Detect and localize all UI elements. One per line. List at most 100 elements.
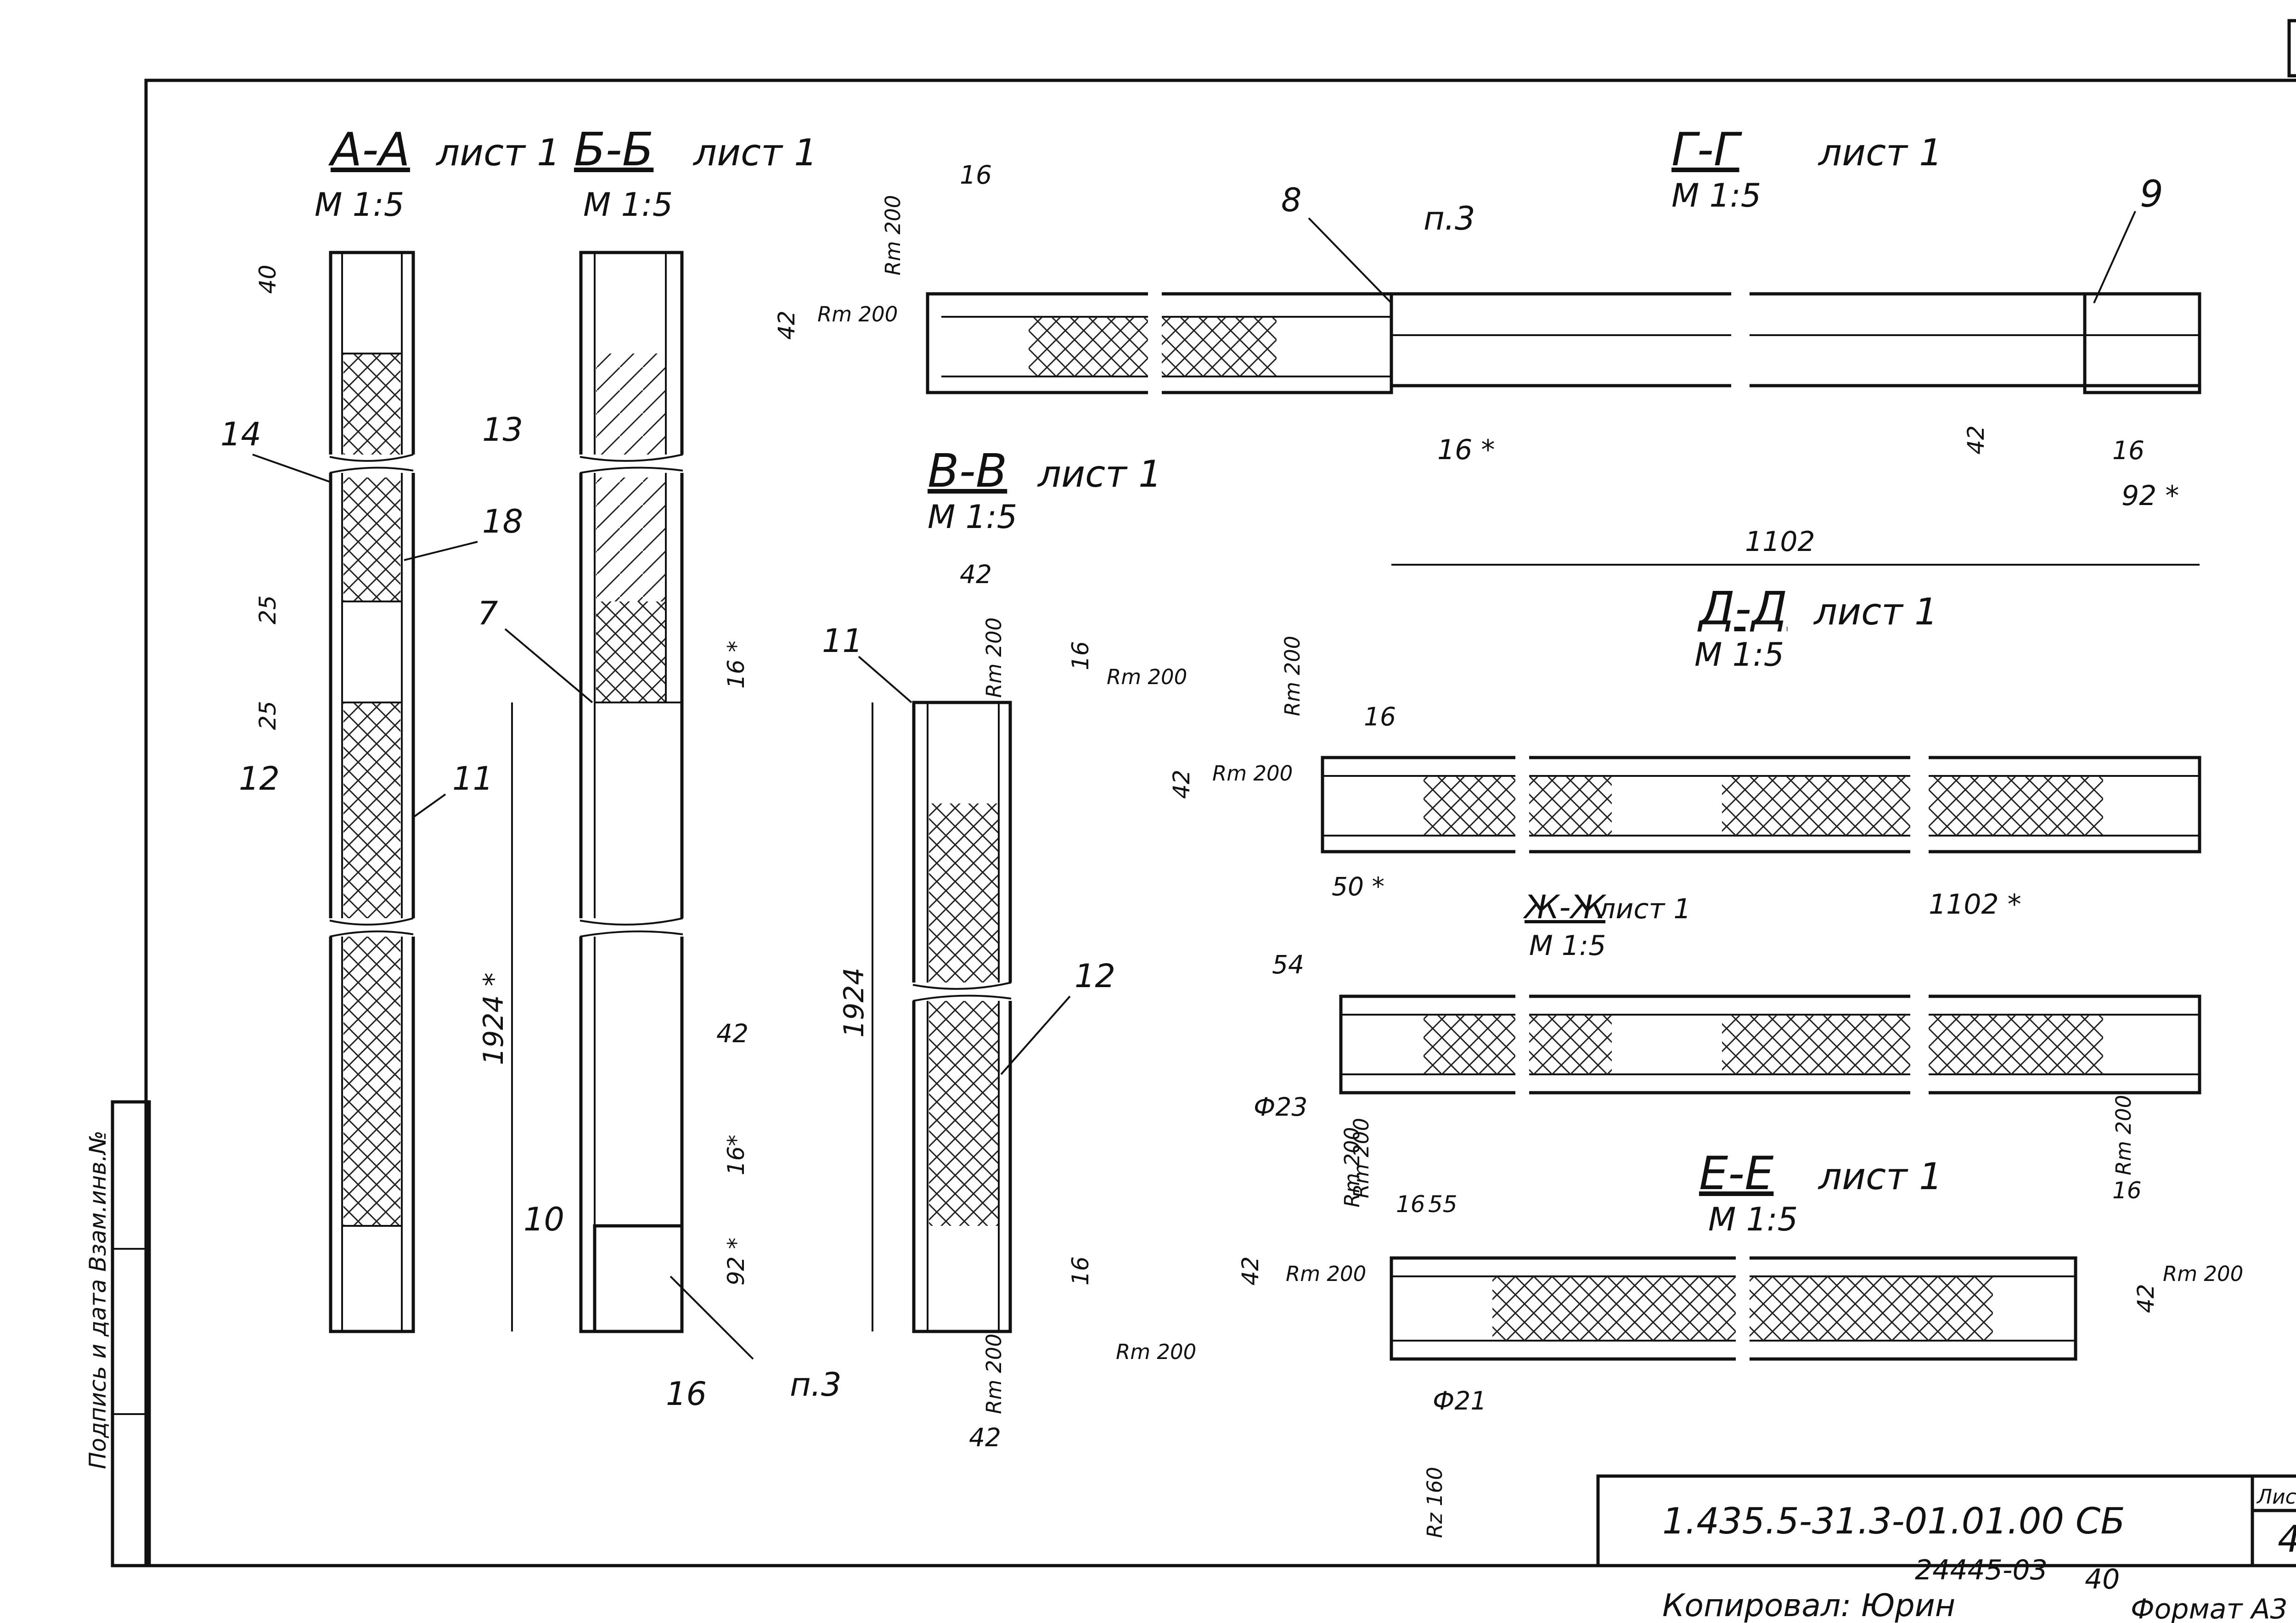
section-gg-title: Г-Г [1671,123,1743,176]
roughness-7: Rm 200 [1280,636,1305,716]
dim-25-top: 25 [254,595,281,624]
callout-11-a: 11 [452,760,493,797]
dim-1924: 1924 [838,967,870,1038]
dim-42-dd: 42 [1168,769,1195,799]
copied-by: Копировал: Юрин [1662,1588,1955,1623]
dim-16-gg-top: 16 [960,160,992,190]
dim-92-star-bb: 92 * [723,1237,749,1286]
outer-frame [144,79,2296,1567]
callout-10: 10 [523,1201,564,1238]
dim-40: 40 [254,264,281,294]
section-bb-scale: М 1:5 [583,186,673,224]
dim-16-ee: 16 [1396,1191,1425,1218]
section-aa-scale: М 1:5 [315,186,404,224]
callout-13: 13 [482,411,523,449]
section-bb: Б-Б лист 1 М 1:5 16 * 42 16* 92 * 7 10 1… [478,123,842,1413]
sheet-number: 4 [2278,1518,2296,1561]
dim-92-star-gg: 92 * [2122,480,2179,512]
dim-16-star-bb-2: 16* [723,1134,749,1175]
section-bb-title: Б-Б [574,123,653,176]
callout-12-b: 12 [1075,957,1115,995]
section-aa-title: А-А [328,123,410,176]
section-vv-sheet: лист 1 [1037,453,1162,495]
section-vv-title: В-В [928,444,1007,498]
dim-16-star-bb: 16 * [723,640,749,689]
dim-16-vv-b: 16 [1067,1256,1094,1286]
section-gg-sheet: лист 1 [1818,131,1942,174]
dim-16-star-gg: 16 * [1437,434,1495,466]
callout-7: 7 [478,595,498,632]
section-ee-sheet: лист 1 [1818,1155,1942,1198]
dim-16-ee-right: 16 [2112,1177,2142,1204]
dim-1924-star: 1924 * [478,972,510,1065]
roughness-5: Rm 200 [982,1334,1006,1414]
sheet-label: Лист [2256,1485,2296,1509]
side-stamp: Подпись и дата Взам.инв.№ [84,1130,111,1469]
dim-16-gg-right: 16 [2112,436,2144,465]
callout-p3-a: п.3 [790,1366,842,1404]
callout-9: 9 [2140,173,2163,215]
title-block [1596,1474,2296,1567]
section-bb-sheet: лист 1 [692,131,817,174]
format-label: Формат А3 [2131,1593,2288,1623]
dim-16-dd: 16 [1364,702,1396,731]
dim-1102-star: 1102 * [1929,888,2021,921]
roughness-11: Rm 200 [1286,1262,1366,1286]
section-dd-sheet: лист 1 [1813,590,1938,633]
roughness-8: Rm 200 [1212,761,1293,786]
dim-42-ee-right: 42 [2133,1284,2159,1313]
roughness-2: Rm 200 [817,302,898,326]
section-vv-scale: М 1:5 [928,498,1017,536]
callout-18: 18 [482,503,523,540]
dim-54: 54 [1272,950,1304,979]
section-zhzh-scale: М 1:5 [1529,930,1606,962]
dim-42-gg: 42 [773,310,800,340]
section-aa: А-А лист 1 М 1:5 40 25 25 1924 * 14 13 1… [220,123,560,1333]
callout-11-b: 11 [822,622,863,660]
section-zhzh: Ж-Ж лист 1 М 1:5 54 Ф23 [1254,888,2201,1122]
section-zhzh-sheet: лист 1 [1598,893,1691,925]
section-dd-scale: М 1:5 [1694,636,1784,674]
callout-p3-b: п.3 [1424,200,1475,237]
section-gg-scale: М 1:5 [1671,177,1761,214]
roughness-10: Rm 200 [1340,1127,1364,1207]
drawing-designation: 1.435.5-31.3-01.01.00 СБ [1662,1501,2125,1542]
roughness-9: Rm 200 [1349,1118,1373,1198]
dim-42-gg-right: 42 [1963,425,1989,455]
roughness-6: Rm 200 [1116,1340,1196,1364]
archive-subnumber: 40 [2085,1563,2120,1595]
dim-50-star: 50 * [1332,872,1384,901]
dim-16-vv-a: 16 [1067,641,1094,670]
section-gg: Г-Г лист 1 М 1:5 16 42 16 * 1102 42 16 9… [773,123,2201,566]
dim-42-ee: 42 [1237,1256,1264,1286]
callout-12-a: 12 [239,760,280,797]
dim-phi-21: Ф21 [1433,1386,1486,1415]
dim-25-bottom: 25 [254,701,281,730]
roughness-12: Rm 200 [2111,1095,2136,1175]
roughness-14: Rz 160 [1423,1467,1447,1538]
section-ee: Е-Е лист 1 М 1:5 16 55 42 42 16 Ф21 [1237,1146,2159,1415]
roughness-3: Rm 200 [982,618,1006,698]
section-ee-title: Е-Е [1699,1146,1773,1200]
side-stamp-box [111,1100,151,1567]
section-vv: В-В лист 1 М 1:5 42 16 1924 16 42 11 12 [822,444,1162,1452]
section-aa-sheet: лист 1 [435,131,560,174]
page-number-box [2287,19,2296,78]
dim-42-vv-top: 42 [960,560,992,589]
dim-42-vv-bottom: 42 [969,1423,1001,1452]
section-dd-title: Д-Д [1697,582,1787,635]
roughness-13: Rm 200 [2163,1262,2243,1286]
section-dd: Д-Д лист 1 М 1:5 16 42 50 * 1102 * [1168,582,2201,921]
callout-16: 16 [666,1375,707,1413]
roughness-1: Rm 200 [881,195,905,275]
dim-phi-23: Ф23 [1254,1092,1307,1122]
roughness-marks: Rm 200 Rm 200 Rm 200 Rm 200 Rm 200 Rm 20… [817,195,2243,1538]
section-zhzh-title: Ж-Ж [1523,888,1607,926]
section-ee-scale: М 1:5 [1708,1201,1798,1238]
callout-8: 8 [1281,181,1302,219]
roughness-4: Rm 200 [1107,665,1187,689]
archive-number: 24445-03 [1915,1554,2048,1586]
callout-14: 14 [220,416,261,453]
dim-1102: 1102 [1745,526,1815,558]
